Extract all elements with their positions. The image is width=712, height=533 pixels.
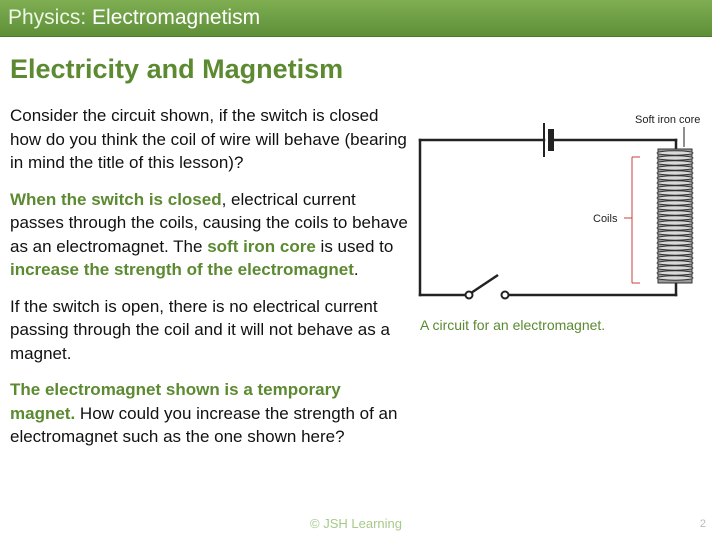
text-column: Consider the circuit shown, if the switc… — [10, 104, 410, 462]
coil-turn — [656, 270, 694, 276]
footer-copyright: © JSH Learning — [310, 516, 402, 531]
coil-turns — [656, 150, 694, 281]
explanation-text-3: . — [353, 260, 359, 279]
slide-title: Physics: Electromagnetism — [8, 6, 260, 30]
label-soft-iron-core: Soft iron core — [635, 114, 700, 126]
topic-label: Electromagnetism — [92, 6, 261, 29]
coil-turn — [656, 220, 694, 226]
battery-icon — [543, 123, 554, 157]
explanation-text-1: , electrical current passes through the … — [10, 189, 408, 256]
subject-label: Physics: — [8, 6, 87, 29]
coil-turn — [656, 200, 694, 206]
coil-turn — [656, 180, 694, 186]
coil-turn — [656, 250, 694, 256]
highlight-temporary-magnet: The electromagnet shown is a temporary m… — [10, 380, 341, 423]
temporary-magnet-text: How could you increase the strength of a… — [10, 403, 398, 447]
page-number: 2 — [699, 518, 706, 530]
explanation-paragraph: When the switch is closed, electrical cu… — [10, 188, 410, 282]
coil-turn — [656, 155, 694, 161]
title-bar: Physics: Electromagnetism — [0, 0, 712, 37]
coil-turn — [656, 185, 694, 191]
highlight-increase-strength: increase the strength of the electromagn… — [10, 260, 354, 279]
coil-turn — [656, 260, 694, 266]
soft-iron-core-icon — [656, 148, 694, 284]
coil-turn — [656, 210, 694, 216]
coil-turn — [656, 190, 694, 196]
coil-turn — [656, 225, 694, 231]
coil-turn — [656, 165, 694, 171]
diagram-caption: A circuit for an electromagnet. — [420, 317, 606, 333]
highlight-soft-iron-core: soft iron core — [207, 236, 316, 256]
highlight-switch-closed: When the switch is closed — [10, 189, 222, 209]
switch-open-paragraph: If the switch is open, there is no elect… — [10, 296, 390, 363]
coil-turn — [656, 215, 694, 221]
coil-turn — [656, 230, 694, 236]
coil-turn — [656, 195, 694, 201]
label-coils: Coils — [593, 213, 618, 225]
coil-turn — [656, 240, 694, 246]
coil-turn — [656, 160, 694, 166]
question-paragraph: Consider the circuit shown, if the switc… — [10, 106, 407, 172]
explanation-text-2: is used to — [315, 236, 394, 256]
coils-bracket — [624, 156, 640, 284]
coil-turn — [656, 175, 694, 181]
coil-turn — [656, 265, 694, 271]
slide-heading: Electricity and Magnetism — [10, 54, 344, 84]
coil-turn — [656, 235, 694, 241]
coil-turn — [656, 255, 694, 261]
coil-turn — [656, 170, 694, 176]
coil-turn — [656, 205, 694, 211]
coil-turn — [656, 150, 694, 156]
coil-turn — [656, 245, 694, 251]
switch-icon — [464, 273, 510, 300]
coil-turn — [656, 275, 694, 281]
temporary-magnet-paragraph: The electromagnet shown is a temporary m… — [10, 378, 410, 449]
circuit-diagram: Soft iron core Coils — [418, 114, 700, 300]
